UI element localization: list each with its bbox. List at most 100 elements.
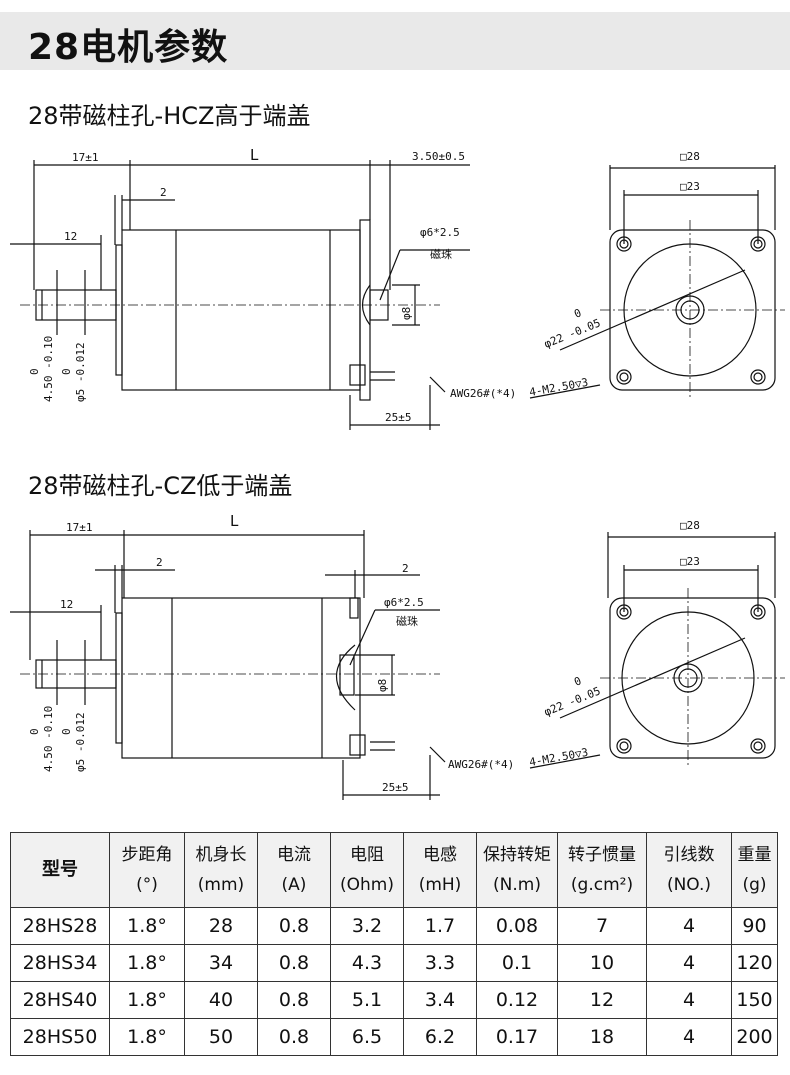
cell-resistance: 3.2 bbox=[330, 907, 404, 945]
cell-model: 28HS40 bbox=[10, 981, 110, 1019]
cell-lead-count: 4 bbox=[646, 907, 732, 945]
drawing-cz-svg: 17±1 L 2 2 12 φ6*2.5 磁珠 φ8 AWG26#(*4) 25… bbox=[10, 512, 785, 800]
cell-step-angle: 1.8° bbox=[109, 1018, 185, 1056]
dim-pilot-dia: φ22 -0.05 bbox=[542, 316, 602, 350]
section-title-hcz: 28带磁柱孔-HCZ高于端盖 bbox=[28, 102, 311, 130]
cell-weight: 150 bbox=[731, 981, 778, 1019]
dim-boss: 2 bbox=[160, 186, 167, 199]
cell-current: 0.8 bbox=[257, 981, 331, 1019]
cell-model: 28HS28 bbox=[10, 907, 110, 945]
dim-magnet-label: φ6*2.5 bbox=[420, 226, 460, 239]
cell-step-angle: 1.8° bbox=[109, 944, 185, 982]
cell-step-angle: 1.8° bbox=[109, 981, 185, 1019]
page-title-bar: 28电机参数 bbox=[0, 12, 790, 70]
cell-current: 0.8 bbox=[257, 907, 331, 945]
cell-step-angle: 1.8° bbox=[109, 907, 185, 945]
cell-inductance: 3.4 bbox=[403, 981, 477, 1019]
dim-shaft-step: 12 bbox=[60, 598, 73, 611]
cell-model: 28HS50 bbox=[10, 1018, 110, 1056]
cell-holding-torque: 0.08 bbox=[476, 907, 558, 945]
cell-holding-torque: 0.1 bbox=[476, 944, 558, 982]
header-holding-torque: 保持转矩(N.m) bbox=[476, 832, 558, 908]
header-step-angle: 步距角(°) bbox=[109, 832, 185, 908]
dim-sq-inner: □23 bbox=[680, 180, 700, 193]
cell-body-length: 34 bbox=[184, 944, 258, 982]
dim-shaft-tol: 0 bbox=[60, 368, 73, 375]
cell-lead-count: 4 bbox=[646, 981, 732, 1019]
dim-lead-len: 25±5 bbox=[382, 781, 409, 794]
cell-weight: 200 bbox=[731, 1018, 778, 1056]
cell-rotor-inertia: 7 bbox=[557, 907, 647, 945]
section-title-cz: 28带磁柱孔-CZ低于端盖 bbox=[28, 472, 293, 500]
header-body-length: 机身长(mm) bbox=[184, 832, 258, 908]
cell-body-length: 28 bbox=[184, 907, 258, 945]
drawing-cz: 17±1 L 2 2 12 φ6*2.5 磁珠 φ8 AWG26#(*4) 25… bbox=[0, 510, 790, 810]
dim-shaft-len: 17±1 bbox=[66, 521, 93, 534]
dim-shaft-step: 12 bbox=[64, 230, 77, 243]
cell-body-length: 50 bbox=[184, 1018, 258, 1056]
spec-table: 型号 步距角(°) 机身长(mm) 电流(A) 电阻(Ohm) 电感(mH) 保… bbox=[10, 832, 778, 1056]
dim-boss: 2 bbox=[156, 556, 163, 569]
table-row: 28HS50 1.8° 50 0.8 6.5 6.2 0.17 18 4 200 bbox=[10, 1018, 778, 1056]
drawing-hcz-svg: 17±1 L 3.50±0.5 2 12 φ6*2.5 磁珠 φ8 AWG26#… bbox=[10, 146, 785, 430]
header-model: 型号 bbox=[10, 832, 110, 908]
table-header-row: 型号 步距角(°) 机身长(mm) 电流(A) 电阻(Ohm) 电感(mH) 保… bbox=[10, 832, 778, 908]
dim-shaft-tol2: φ5 -0.012 bbox=[74, 712, 87, 772]
header-current: 电流(A) bbox=[257, 832, 331, 908]
cell-inductance: 1.7 bbox=[403, 907, 477, 945]
dim-sq-outer: □28 bbox=[680, 150, 700, 163]
cell-lead-count: 4 bbox=[646, 944, 732, 982]
dim-magnet-out: 3.50±0.5 bbox=[412, 150, 465, 163]
dim-shaft-tol: 0 bbox=[60, 728, 73, 735]
dim-magnet-dia: φ8 bbox=[376, 679, 389, 692]
dim-sq-inner: □23 bbox=[680, 555, 700, 568]
cell-resistance: 6.5 bbox=[330, 1018, 404, 1056]
dim-shaft-len: 17±1 bbox=[72, 151, 99, 164]
header-inductance: 电感(mH) bbox=[403, 832, 477, 908]
cell-inductance: 6.2 bbox=[403, 1018, 477, 1056]
cell-resistance: 5.1 bbox=[330, 981, 404, 1019]
dim-magnet-name: 磁珠 bbox=[396, 614, 418, 628]
dim-magnet-name: 磁珠 bbox=[430, 247, 452, 261]
dim-pilot-tol: 0 bbox=[28, 728, 41, 735]
dim-magnet-label: φ6*2.5 bbox=[384, 596, 424, 609]
dim-holes: 4-M2.50▽3 bbox=[528, 376, 589, 399]
cell-current: 0.8 bbox=[257, 1018, 331, 1056]
dim-pilot-dia-tol: 0 bbox=[572, 674, 583, 689]
cell-rotor-inertia: 10 bbox=[557, 944, 647, 982]
header-resistance: 电阻(Ohm) bbox=[330, 832, 404, 908]
cell-weight: 120 bbox=[731, 944, 778, 982]
cell-model: 28HS34 bbox=[10, 944, 110, 982]
dim-wire: AWG26#(*4) bbox=[448, 758, 514, 771]
table-row: 28HS34 1.8° 34 0.8 4.3 3.3 0.1 10 4 120 bbox=[10, 944, 778, 982]
dim-body-len: L bbox=[250, 146, 259, 164]
dim-lead-len: 25±5 bbox=[385, 411, 412, 424]
cell-holding-torque: 0.17 bbox=[476, 1018, 558, 1056]
cell-current: 0.8 bbox=[257, 944, 331, 982]
dim-pilot-tol2: 4.50 -0.10 bbox=[42, 336, 55, 402]
dim-holes: 4-M2.50▽3 bbox=[528, 746, 589, 769]
dim-shaft-tol2: φ5 -0.012 bbox=[74, 342, 87, 402]
dim-sq-outer: □28 bbox=[680, 519, 700, 532]
cell-rotor-inertia: 12 bbox=[557, 981, 647, 1019]
cell-rotor-inertia: 18 bbox=[557, 1018, 647, 1056]
dim-magnet-out: 2 bbox=[402, 562, 409, 575]
page-title: 28电机参数 bbox=[28, 27, 229, 68]
dim-pilot-dia: φ22 -0.05 bbox=[542, 684, 602, 718]
dim-pilot-tol: 0 bbox=[28, 368, 41, 375]
drawing-hcz: 17±1 L 3.50±0.5 2 12 φ6*2.5 磁珠 φ8 AWG26#… bbox=[0, 140, 790, 440]
dim-pilot-tol2: 4.50 -0.10 bbox=[42, 706, 55, 772]
table-row: 28HS28 1.8° 28 0.8 3.2 1.7 0.08 7 4 90 bbox=[10, 907, 778, 945]
table-row: 28HS40 1.8° 40 0.8 5.1 3.4 0.12 12 4 150 bbox=[10, 981, 778, 1019]
header-rotor-inertia: 转子惯量(g.cm²) bbox=[557, 832, 647, 908]
cell-inductance: 3.3 bbox=[403, 944, 477, 982]
cell-lead-count: 4 bbox=[646, 1018, 732, 1056]
header-weight: 重量(g) bbox=[731, 832, 778, 908]
cell-weight: 90 bbox=[731, 907, 778, 945]
dim-pilot-dia-tol: 0 bbox=[572, 306, 583, 321]
cell-resistance: 4.3 bbox=[330, 944, 404, 982]
cell-body-length: 40 bbox=[184, 981, 258, 1019]
dim-wire: AWG26#(*4) bbox=[450, 387, 516, 400]
dim-magnet-dia: φ8 bbox=[400, 307, 413, 320]
cell-holding-torque: 0.12 bbox=[476, 981, 558, 1019]
